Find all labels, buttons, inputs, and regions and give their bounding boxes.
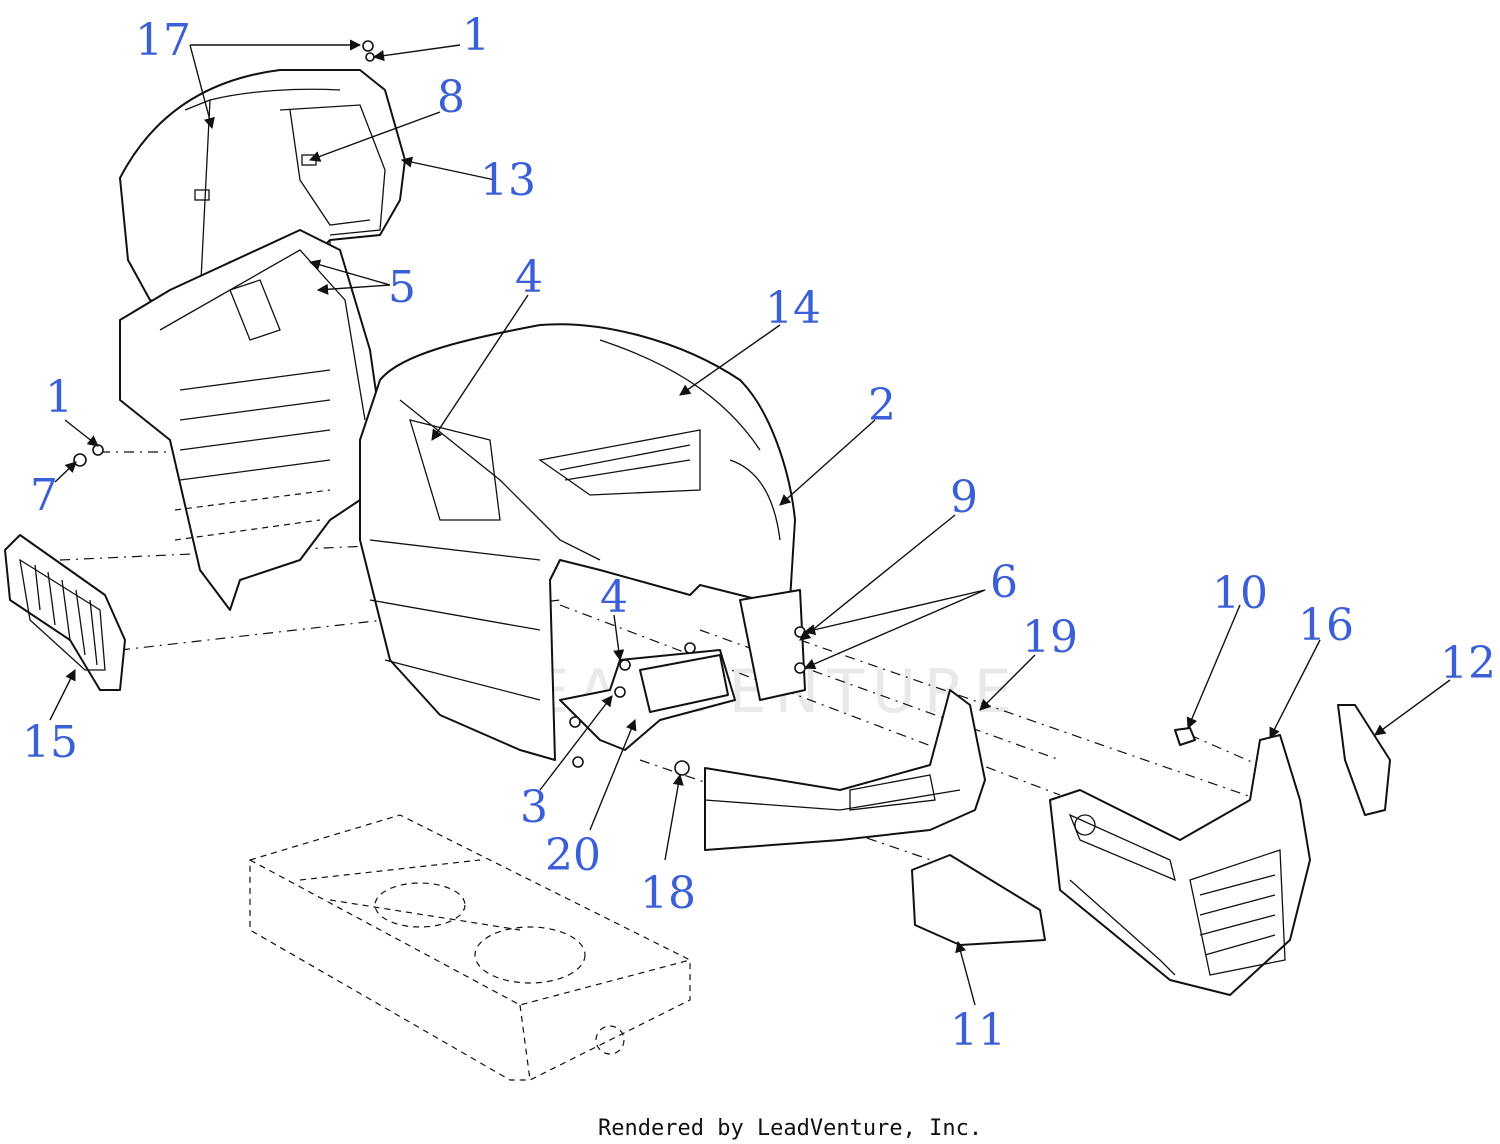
callout-11: 11	[950, 1005, 1006, 1056]
dash-lower-panel	[119, 229, 381, 611]
callout-2: 2	[868, 380, 896, 431]
callout-12: 12	[1440, 638, 1496, 689]
callout-4-top: 4	[515, 252, 543, 303]
callout-16: 16	[1298, 600, 1354, 651]
callout-7: 7	[30, 470, 58, 521]
callout-6: 6	[990, 557, 1018, 608]
callout-15: 15	[22, 717, 78, 768]
front-nose-housing	[1049, 734, 1311, 996]
callout-18: 18	[640, 868, 696, 919]
callout-5: 5	[388, 262, 416, 313]
callout-14: 14	[765, 283, 821, 334]
callout-4-mid: 4	[600, 572, 628, 623]
hood	[359, 323, 801, 761]
callout-20: 20	[545, 830, 601, 881]
callout-9: 9	[950, 472, 978, 523]
callout-8: 8	[437, 72, 465, 123]
screw-18	[674, 760, 690, 776]
side-grille	[4, 534, 126, 691]
lower-front-panel	[704, 689, 986, 851]
footer-credit: Rendered by LeadVenture, Inc.	[598, 1116, 982, 1141]
leader-lines	[49, 39, 1451, 1006]
chassis-frame	[249, 814, 691, 1081]
headlight-trim	[1337, 704, 1391, 816]
screw-3	[572, 756, 584, 768]
callout-19: 19	[1022, 612, 1078, 663]
callout-10: 10	[1212, 568, 1268, 619]
callout-17: 17	[135, 15, 191, 66]
callout-1-top: 1	[462, 10, 490, 61]
callout-13: 13	[480, 155, 536, 206]
headlight-lens	[911, 854, 1046, 946]
push-fastener-10	[1174, 727, 1196, 746]
hood-bracket	[559, 589, 806, 751]
callout-1-left: 1	[45, 372, 73, 423]
callout-3: 3	[520, 782, 548, 833]
callout-labels: 17 1 8 13 5 4 14 2 1 7 9 6 4 10 16 19 12…	[22, 10, 1496, 1056]
